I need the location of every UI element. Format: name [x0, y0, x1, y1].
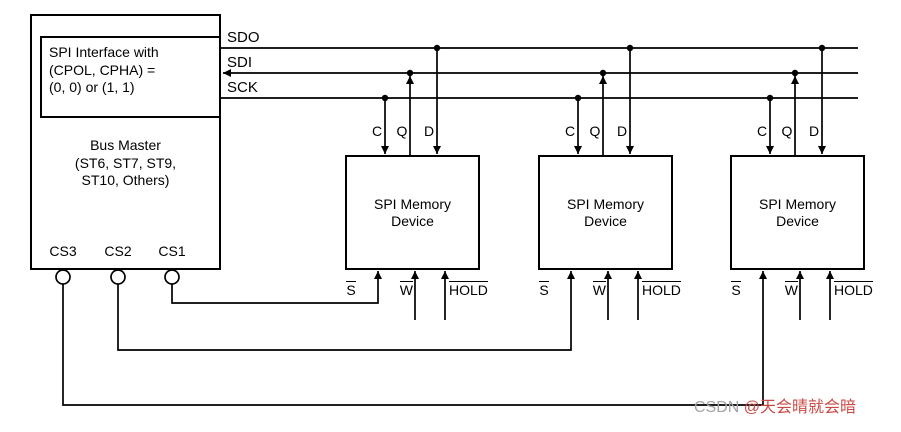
device-3-pin-hold-text: HOLD — [834, 281, 873, 298]
device-1-pin-hold-label: HOLD — [449, 281, 501, 298]
cs2-pin-label: CS2 — [104, 243, 132, 259]
device-3-pin-w-label: W — [778, 281, 798, 298]
cs1-pin-label: CS1 — [158, 243, 186, 259]
device-2-c-junction-dot — [574, 94, 582, 102]
device-1-pin-s-text: S — [346, 281, 356, 298]
cs1-pin-circle — [164, 269, 180, 285]
cs2-pin-circle — [110, 269, 126, 285]
watermark: CSDN @天会晴就会暗 — [694, 398, 856, 418]
device-2-pin-q-label: Q — [589, 123, 601, 139]
device-3-c-junction-dot — [766, 94, 774, 102]
spi-interface-line3: (0, 0) or (1, 1) — [49, 79, 135, 95]
memory-device-3-pin-labels: C Q D S W HOLD — [730, 120, 890, 330]
memory-device-2-name-line1: SPI Memory — [566, 195, 644, 212]
device-1-pin-w-text: W — [399, 281, 413, 298]
device-2-pin-s-text: S — [539, 281, 549, 298]
memory-device-2-pin-labels: C Q D S W HOLD — [538, 120, 698, 330]
device-3-pin-d-label: D — [808, 123, 820, 139]
device-2-pin-w-text: W — [592, 281, 606, 298]
junction-dots — [381, 44, 826, 102]
device-2-q-junction-dot — [599, 69, 607, 77]
memory-device-3-box: SPI Memory Device — [730, 155, 865, 270]
device-1-c-junction-dot — [381, 94, 389, 102]
memory-device-2-name-line2: Device — [584, 212, 627, 229]
device-3-pin-q-label: Q — [781, 123, 793, 139]
memory-device-1-name-line1: SPI Memory — [373, 195, 451, 212]
device-1-d-junction-dot — [433, 44, 441, 52]
device-2-pin-w-label: W — [586, 281, 606, 298]
memory-device-3-name-line2: Device — [776, 212, 819, 229]
bus-master-name-line1: Bus Master — [90, 137, 161, 153]
device-2-pin-hold-label: HOLD — [642, 281, 694, 298]
device-3-pin-c-label: C — [756, 123, 768, 139]
sck-bus-label: SCK — [227, 79, 258, 96]
device-1-pin-s-label: S — [341, 281, 361, 298]
watermark-brand: CSDN — [694, 399, 744, 416]
sdi-bus-label: SDI — [227, 54, 253, 71]
device-3-pin-s-text: S — [731, 281, 741, 298]
device-1-pin-hold-text: HOLD — [449, 281, 488, 298]
bus-master-name-line3: ST10, Others) — [81, 172, 170, 188]
spi-interface-line1: SPI Interface with — [49, 44, 159, 60]
device-2-pin-d-label: D — [616, 123, 628, 139]
memory-device-1-name-line2: Device — [391, 212, 434, 229]
device-3-pin-hold-label: HOLD — [834, 281, 886, 298]
device-3-q-junction-dot — [791, 69, 799, 77]
device-2-pin-c-label: C — [564, 123, 576, 139]
device-3-pin-w-text: W — [784, 281, 798, 298]
memory-device-2-box: SPI Memory Device — [538, 155, 673, 270]
device-3-d-junction-dot — [818, 44, 826, 52]
watermark-handle: @天会晴就会暗 — [743, 399, 857, 416]
device-2-pin-s-label: S — [534, 281, 554, 298]
device-2-d-junction-dot — [626, 44, 634, 52]
cs3-pin-label: CS3 — [49, 243, 77, 259]
device-3-pin-s-label: S — [726, 281, 746, 298]
device-2-pin-hold-text: HOLD — [642, 281, 681, 298]
memory-device-3-name-line1: SPI Memory — [758, 195, 836, 212]
device-1-q-junction-dot — [406, 69, 414, 77]
cs3-pin-circle — [55, 269, 71, 285]
bus-master-label: Bus Master (ST6, ST7, ST9, ST10, Others) — [30, 137, 221, 190]
device-1-pin-d-label: D — [423, 123, 435, 139]
device-1-pin-w-label: W — [393, 281, 413, 298]
device-1-pin-c-label: C — [371, 123, 383, 139]
spi-interface-box: SPI Interface with (CPOL, CPHA) = (0, 0)… — [40, 36, 221, 118]
sdo-bus-label: SDO — [227, 29, 260, 46]
memory-device-1-box: SPI Memory Device — [345, 155, 480, 270]
device-1-pin-q-label: Q — [396, 123, 408, 139]
spi-interface-line2: (CPOL, CPHA) = — [49, 61, 156, 78]
bus-master-name-line2: (ST6, ST7, ST9, — [74, 154, 177, 171]
memory-device-1-pin-labels: C Q D S W HOLD — [345, 120, 505, 330]
